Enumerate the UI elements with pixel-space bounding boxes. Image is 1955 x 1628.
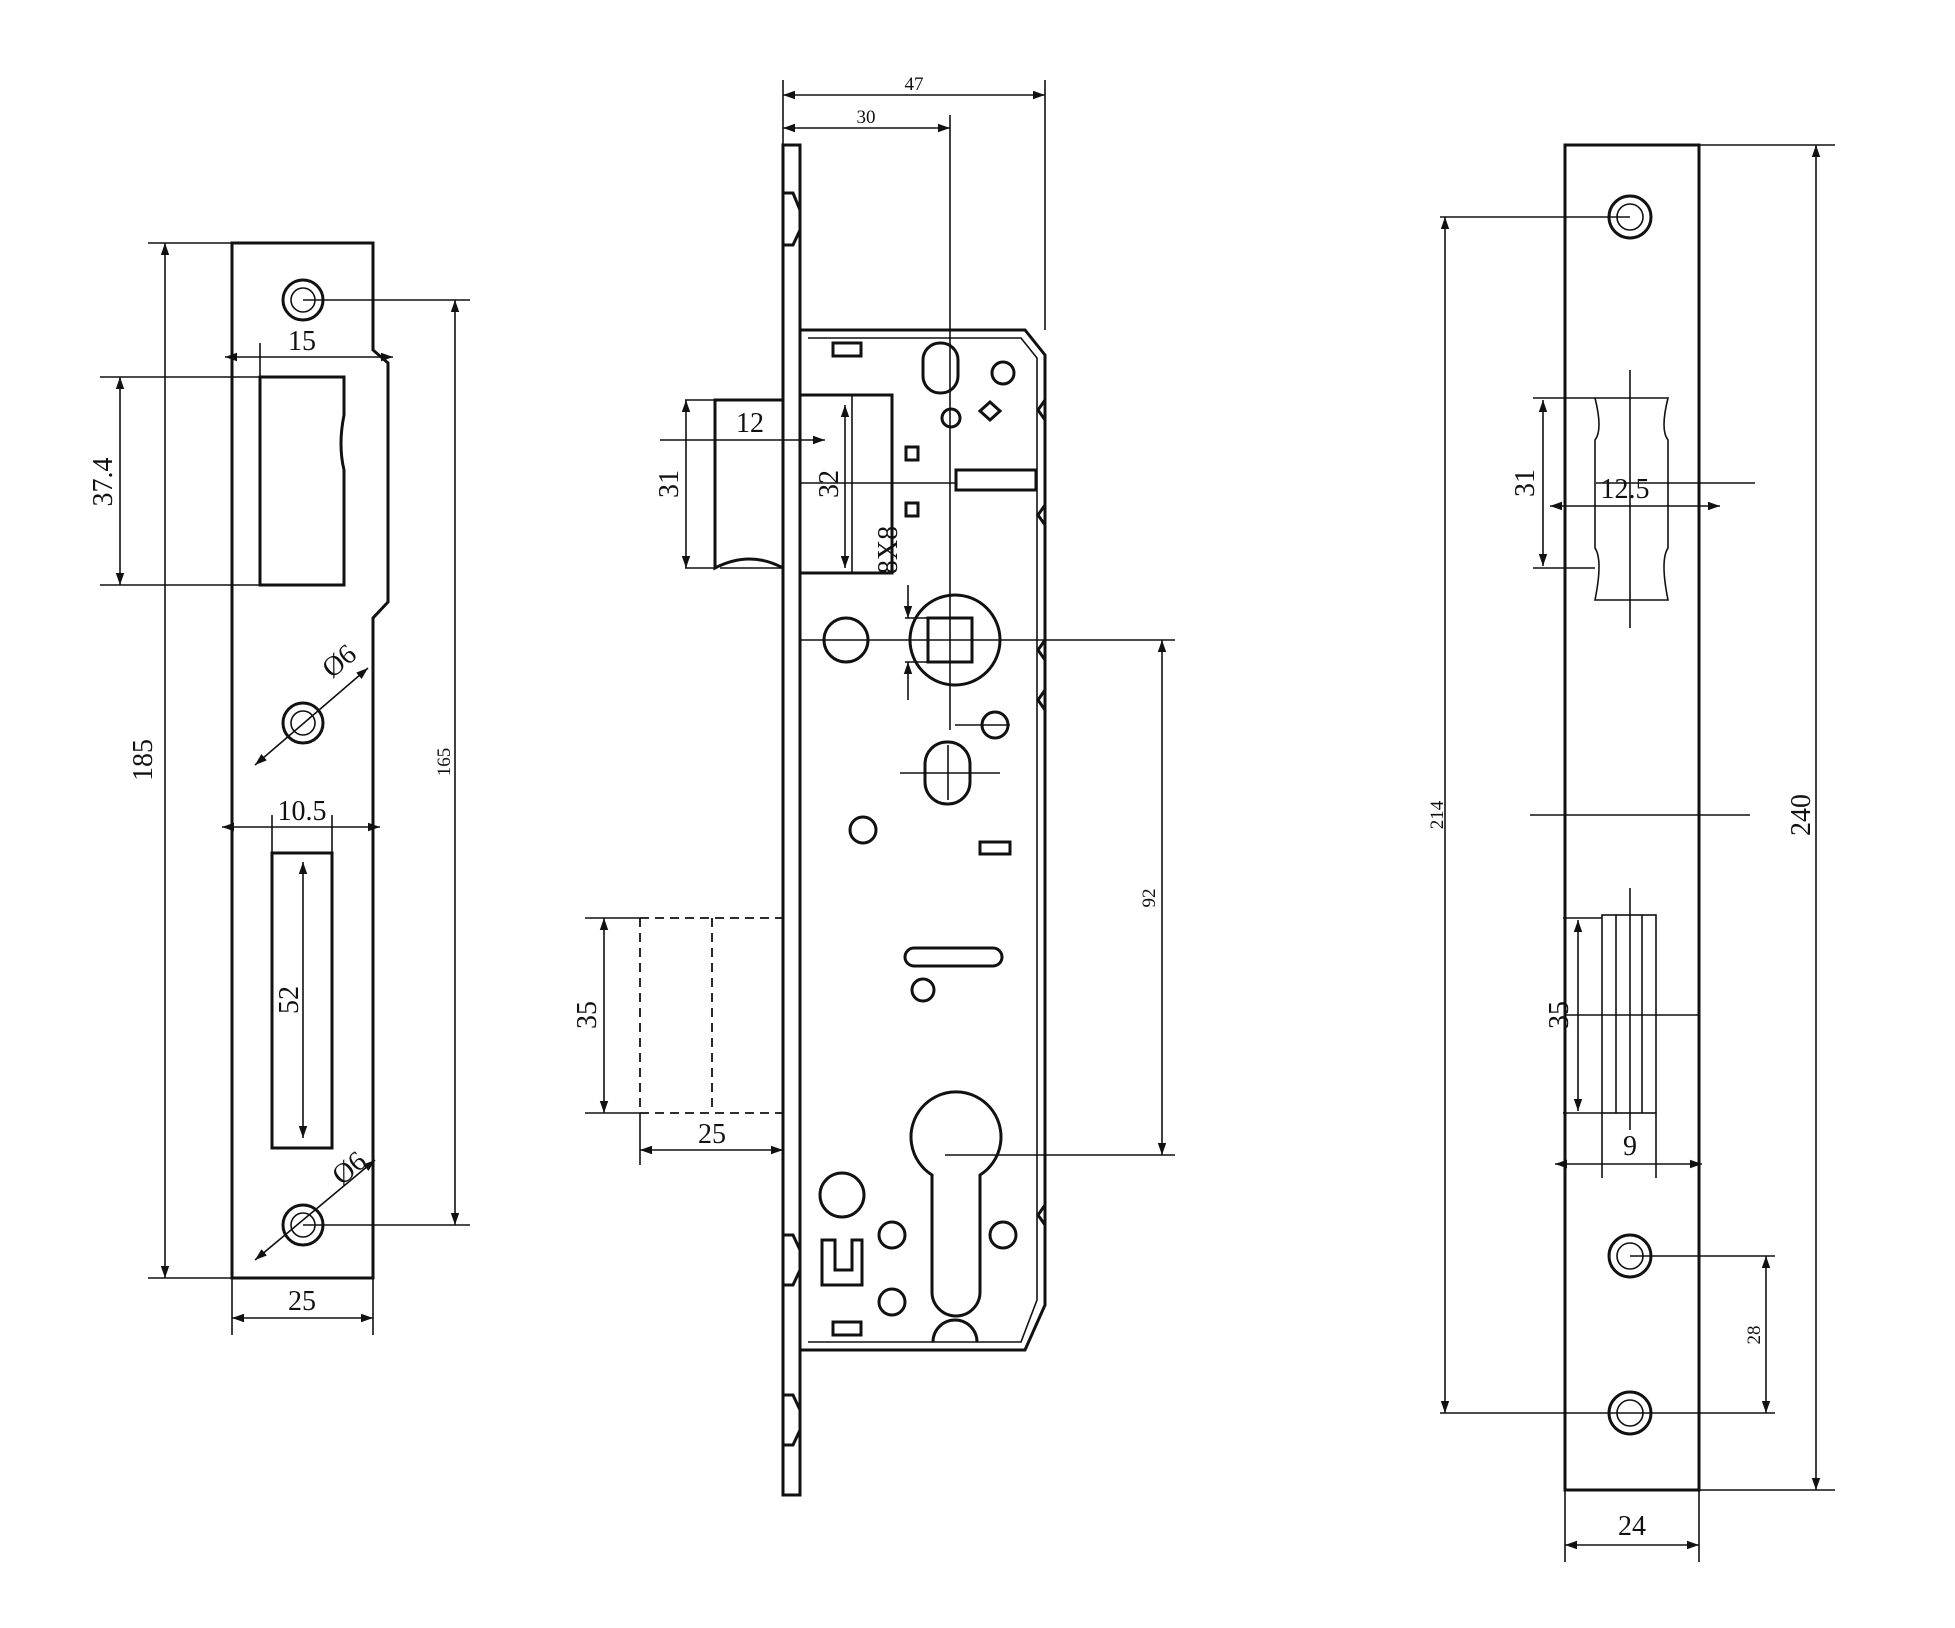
faceplate-hole-spacing-dim: 214 <box>1427 800 1448 829</box>
bolt-head-height-dim: 32 <box>814 470 845 498</box>
latch-bolt-dashed <box>639 917 783 1114</box>
latch-opening-height-dim: 52 <box>274 986 305 1014</box>
latch-opening-width-dim: 10.5 <box>278 796 327 827</box>
strike-width-dim: 25 <box>288 1286 316 1317</box>
bolt-slot <box>1593 397 1670 601</box>
faceplate-outline <box>1563 143 1701 1492</box>
case-edge-notches <box>1036 399 1047 1226</box>
bolt-opening <box>258 375 346 587</box>
strike-hole-spacing-dim: 165 <box>434 748 455 777</box>
hole-diameter-lower-dim: Ø6 <box>326 1146 372 1192</box>
forend-plate <box>781 143 802 1497</box>
lower-hole-spacing-dim: 28 <box>1744 1326 1765 1345</box>
faceplate-length-dim: 240 <box>1786 794 1817 836</box>
latch-throw-dim: 25 <box>698 1119 726 1150</box>
strike-height-dim: 185 <box>128 739 159 781</box>
dead-bolt <box>713 398 784 571</box>
bolt-slot-height-dim: 31 <box>1510 469 1541 497</box>
strike-plate-view: 185 37.4 165 25 15 10.5 52 Ø6 Ø6 <box>88 241 470 1335</box>
strike-plate-outline <box>230 241 390 1280</box>
faceplate-width-dim: 24 <box>1618 1511 1646 1542</box>
bolt-opening-height-dim: 37.4 <box>88 458 119 507</box>
bolt-opening-width-dim: 15 <box>288 326 316 357</box>
faceplate-view: 31 12.5 35 9 214 240 28 24 <box>1427 143 1835 1562</box>
lock-case-inner-edge <box>808 337 1038 1343</box>
spindle-size-dim: 8X8 <box>873 526 904 574</box>
latch-slot-height-dim: 35 <box>1544 1001 1575 1029</box>
backset-dim: 30 <box>857 107 876 128</box>
slot-top-oval <box>921 341 960 395</box>
forend-screw-notches <box>783 191 802 1447</box>
lock-case-outline <box>798 328 1047 1352</box>
lock-pin <box>954 468 1038 492</box>
slot-top-left <box>831 341 863 358</box>
latch-opening <box>270 851 334 1150</box>
lock-body-view: 47 30 12 31 32 8X8 35 25 92 <box>572 74 1175 1497</box>
centre-distance-dim: 92 <box>1139 889 1160 908</box>
bolt-throw-dim: 12 <box>736 408 764 439</box>
slot-horizontal <box>903 946 1004 968</box>
dead-bolt-tail <box>798 393 894 575</box>
latch-slot <box>1601 914 1657 1114</box>
latch-height-dim: 35 <box>572 1001 603 1029</box>
bolt-height-dim: 31 <box>654 470 685 498</box>
overall-depth-dim: 47 <box>905 74 924 95</box>
latch-slot-width-dim: 9 <box>1623 1131 1637 1162</box>
bolt-slot-width-dim: 12.5 <box>1601 474 1650 505</box>
cylinder-cutout <box>909 1090 1003 1318</box>
hole-diameter-upper-dim: Ø6 <box>316 639 362 685</box>
